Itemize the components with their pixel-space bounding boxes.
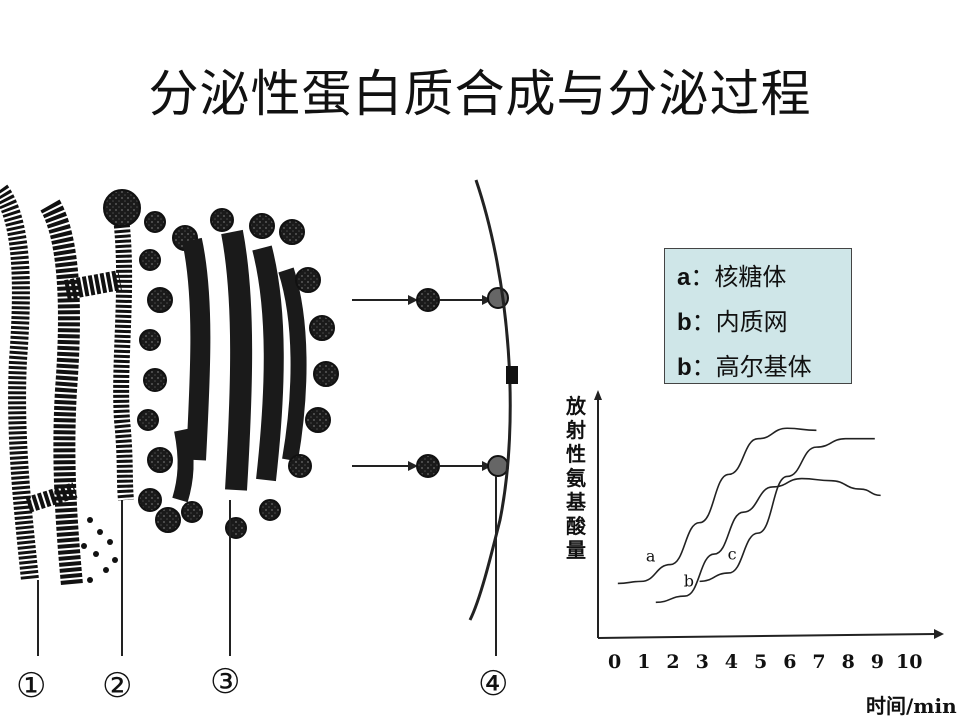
x-tick-label: 4	[725, 651, 738, 673]
x-tick-label: 1	[637, 651, 650, 673]
marker-2: ②	[102, 666, 133, 706]
y-axis-label: 放射性氨基酸量	[566, 394, 586, 562]
x-tick-label: 2	[666, 651, 679, 673]
marker-3: ③	[210, 662, 241, 702]
plasma-membrane	[468, 179, 512, 621]
legend-key: b	[677, 354, 692, 381]
legend-box: a：核糖体 b：内质网 b：高尔基体	[664, 248, 852, 384]
x-tick-label: 8	[842, 651, 855, 673]
transport-vesicles	[137, 211, 203, 533]
marker-4: ④	[478, 664, 509, 704]
legend-sep: ：	[691, 353, 716, 381]
legend-text: 核糖体	[714, 263, 787, 291]
legend-row-c: b：高尔基体	[677, 345, 851, 390]
secretory-pathway	[352, 287, 509, 478]
legend-sep: ：	[691, 308, 716, 336]
x-tick-label: 10	[896, 651, 922, 673]
secretion-diagram	[0, 179, 518, 656]
x-tick-label: 6	[783, 651, 796, 673]
membrane-block	[506, 366, 518, 384]
series-line-b	[655, 477, 881, 604]
rough-er	[0, 184, 141, 587]
series-line-c	[699, 437, 875, 583]
marker-1: ①	[16, 666, 47, 706]
slide-title: 分泌性蛋白质合成与分泌过程	[148, 65, 812, 123]
curves: a b c	[617, 427, 881, 604]
marker-leader-lines	[37, 476, 497, 656]
x-axis-arrow	[934, 629, 944, 639]
x-axis-label: 时间/min	[866, 694, 957, 718]
x-tick-label: 5	[754, 651, 767, 673]
legend-key: b	[677, 309, 692, 336]
axes	[594, 390, 944, 639]
series-label-c: c	[728, 544, 737, 563]
series-label-b: b	[684, 571, 694, 590]
series-line-a	[617, 427, 817, 585]
legend-sep: ：	[690, 263, 715, 291]
x-tick-label: 3	[696, 651, 709, 673]
golgi-apparatus	[172, 229, 307, 503]
legend-row-b: b：内质网	[677, 300, 851, 345]
legend-key: a	[677, 264, 691, 291]
golgi-vesicles	[210, 208, 339, 539]
legend-text: 内质网	[715, 308, 788, 336]
legend-text: 高尔基体	[715, 353, 812, 381]
x-tick-label: 0	[608, 651, 621, 673]
legend-row-a: a：核糖体	[677, 255, 851, 300]
x-axis	[597, 633, 937, 639]
ribosome-dots	[81, 517, 118, 583]
x-tick-label: 7	[812, 651, 825, 673]
x-tick-label: 9	[871, 651, 884, 673]
y-axis-arrow	[594, 390, 602, 400]
series-label-a: a	[646, 546, 656, 565]
